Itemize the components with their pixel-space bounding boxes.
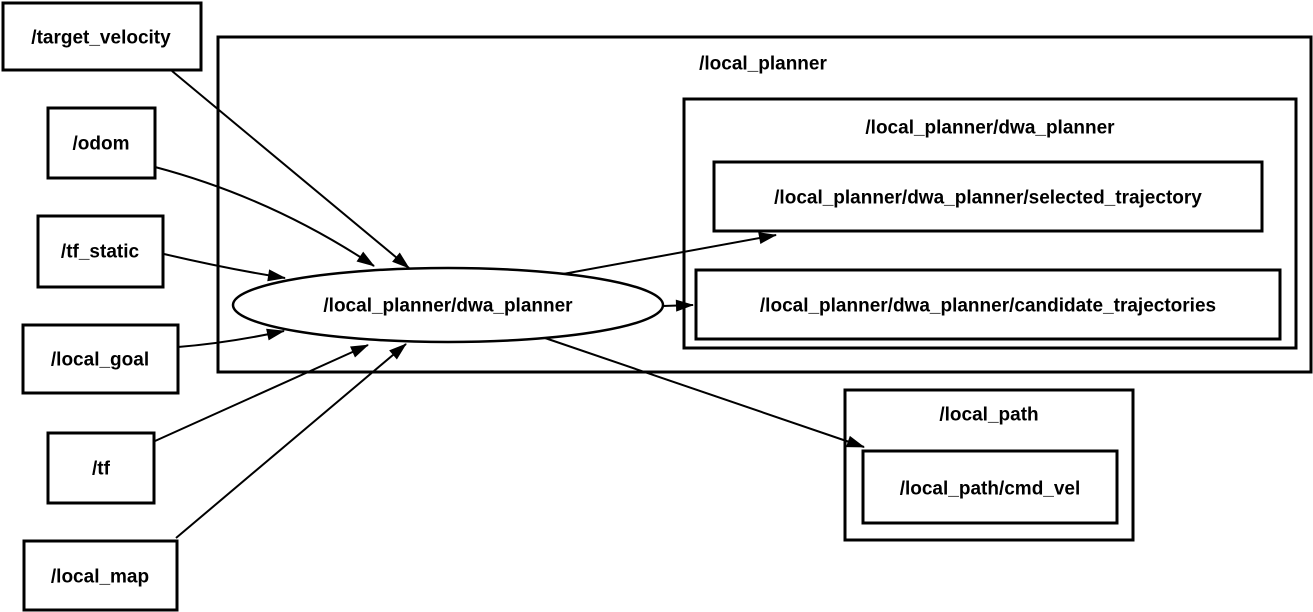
- cluster-local-planner-label: /local_planner: [699, 54, 827, 75]
- cluster-dwa-planner-label: /local_planner/dwa_planner: [865, 118, 1115, 139]
- topic-selected-trajectory-label: /local_planner/dwa_planner/selected_traj…: [774, 188, 1202, 209]
- topic-target-velocity-rect: [1, 1, 203, 72]
- topic-cmd-vel-rect: [861, 449, 1119, 525]
- topic-local-goal: /local_goal: [21, 323, 180, 395]
- topic-local-goal-label: /local_goal: [51, 350, 149, 371]
- topic-odom: /odom: [46, 106, 157, 180]
- edge-dwa-planner-to-cmd-vel: [544, 337, 865, 448]
- edges: [154, 70, 865, 539]
- topic-cmd-vel: /local_path/cmd_vel: [861, 449, 1119, 525]
- edge-dwa-planner-to-candidate-trajectories: [662, 299, 694, 312]
- node-dwa-planner-label: /local_planner/dwa_planner: [323, 296, 573, 317]
- topic-local-map: /local_map: [22, 539, 179, 612]
- topic-candidate-trajectories-label: /local_planner/dwa_planner/candidate_tra…: [760, 296, 1216, 317]
- topic-selected-trajectory: /local_planner/dwa_planner/selected_traj…: [712, 160, 1264, 233]
- topic-odom-rect: [46, 106, 157, 180]
- topic-candidate-trajectories: /local_planner/dwa_planner/candidate_tra…: [694, 268, 1282, 341]
- topic-selected-trajectory-rect: [712, 160, 1264, 233]
- edge-odom-to-dwa-planner: [154, 166, 375, 267]
- topic-tf-static-label: /tf_static: [61, 242, 140, 263]
- topic-odom-label: /odom: [73, 134, 130, 155]
- topic-target-velocity-label: /target_velocity: [31, 28, 171, 49]
- topic-tf-static-rect: [36, 214, 165, 289]
- topic-local-goal-rect: [21, 323, 180, 395]
- edge-dwa-planner-to-selected-trajectory: [562, 232, 777, 275]
- topic-candidate-trajectories-rect: [694, 268, 1282, 341]
- edge-local-goal-to-dwa-planner: [177, 328, 285, 348]
- node-dwa-planner-ellipse: [231, 266, 665, 344]
- topic-tf-label: /tf: [92, 459, 111, 480]
- topic-cmd-vel-label: /local_path/cmd_vel: [900, 479, 1081, 500]
- topic-tf-static: /tf_static: [36, 214, 165, 289]
- topic-tf: /tf: [46, 431, 156, 505]
- cluster-local-path-label: /local_path: [939, 405, 1038, 426]
- topic-local-map-rect: [22, 539, 179, 612]
- topic-tf-rect: [46, 431, 156, 505]
- node-dwa-planner: /local_planner/dwa_planner: [231, 266, 665, 344]
- topic-target-velocity: /target_velocity: [1, 1, 203, 72]
- edge-target-velocity-to-dwa-planner: [171, 70, 410, 269]
- edge-tf-static-to-dwa-planner: [163, 253, 286, 282]
- edge-local-map-to-dwa-planner: [175, 343, 407, 539]
- topic-local-map-label: /local_map: [51, 567, 149, 588]
- edge-tf-to-dwa-planner: [154, 344, 369, 442]
